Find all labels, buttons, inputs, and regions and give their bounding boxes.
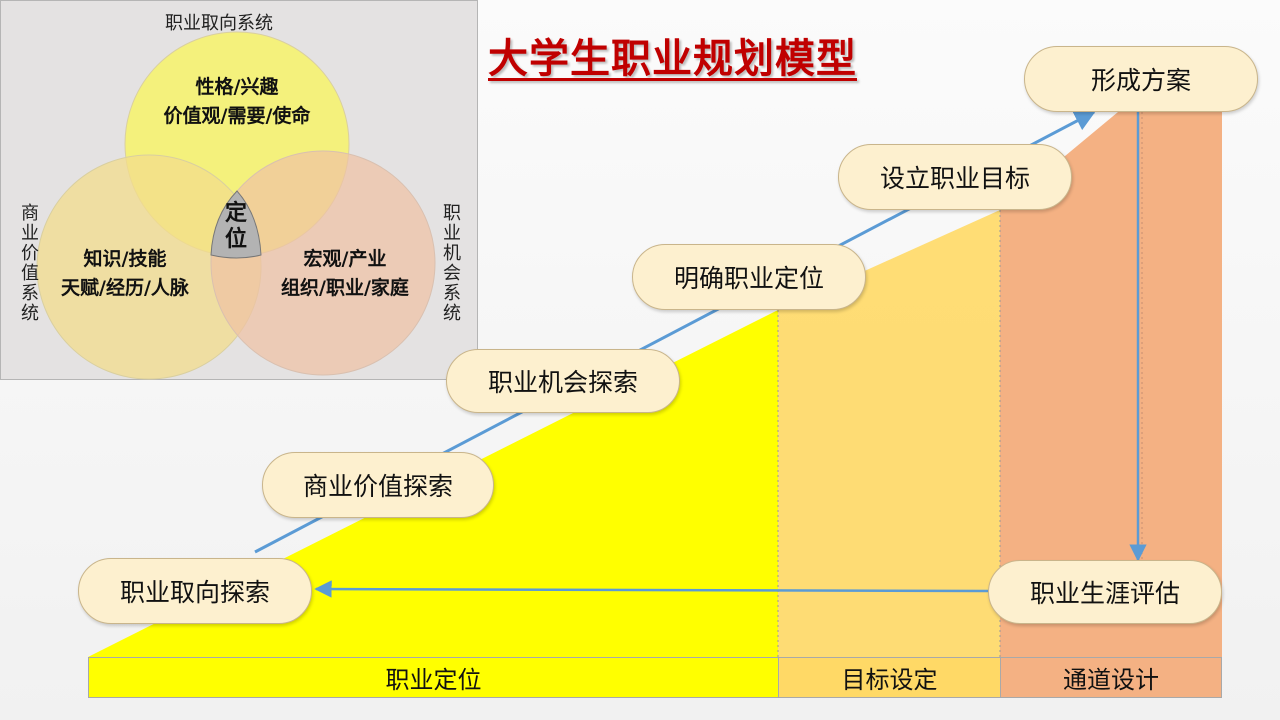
step-form-plan: 形成方案 <box>1024 46 1258 112</box>
venn-center-char: 位 <box>225 227 248 252</box>
venn-center-text: 定 位 <box>225 201 247 253</box>
venn-label-right: 职业机会系统 <box>440 203 461 323</box>
venn-right-line: 组织/职业/家庭 <box>281 277 409 299</box>
step-career-opportunity: 职业机会探索 <box>446 349 680 413</box>
venn-circles <box>36 31 436 380</box>
step-career-orientation: 职业取向探索 <box>78 558 312 624</box>
stage-career-positioning: 职业定位 <box>88 657 779 698</box>
venn-center-char: 定 <box>225 201 248 226</box>
venn-left-text: 知识/技能 天赋/经历/人脉 <box>61 245 189 303</box>
stage-area-goal-setting <box>778 210 1000 657</box>
venn-right-line: 宏观/产业 <box>303 248 387 270</box>
step-business-value: 商业价值探索 <box>262 452 494 518</box>
venn-left-line: 天赋/经历/人脉 <box>61 277 189 299</box>
stage-goal-setting: 目标设定 <box>778 657 1001 698</box>
stage-area-channel-design <box>1000 112 1222 657</box>
venn-circle-right <box>210 150 436 376</box>
venn-label-top: 职业取向系统 <box>165 13 273 34</box>
stage-channel-design: 通道设计 <box>1000 657 1222 698</box>
step-career-evaluation: 职业生涯评估 <box>988 560 1222 624</box>
venn-panel: 职业取向系统 商业价值系统 职业机会系统 性格/兴趣 价值观/需要/使命 知识/… <box>0 0 478 380</box>
page-title: 大学生职业规划模型 <box>488 36 857 82</box>
venn-center-region <box>210 190 262 259</box>
venn-label-left: 商业价值系统 <box>18 203 39 323</box>
step-career-positioning: 明确职业定位 <box>632 244 866 310</box>
feedback-arrow <box>314 580 989 598</box>
venn-left-line: 知识/技能 <box>83 248 167 270</box>
step-career-goal: 设立职业目标 <box>838 144 1072 210</box>
venn-top-text: 性格/兴趣 价值观/需要/使命 <box>164 73 311 131</box>
venn-top-line: 性格/兴趣 <box>195 76 279 98</box>
venn-top-line: 价值观/需要/使命 <box>163 105 311 127</box>
venn-right-text: 宏观/产业 组织/职业/家庭 <box>281 245 409 303</box>
